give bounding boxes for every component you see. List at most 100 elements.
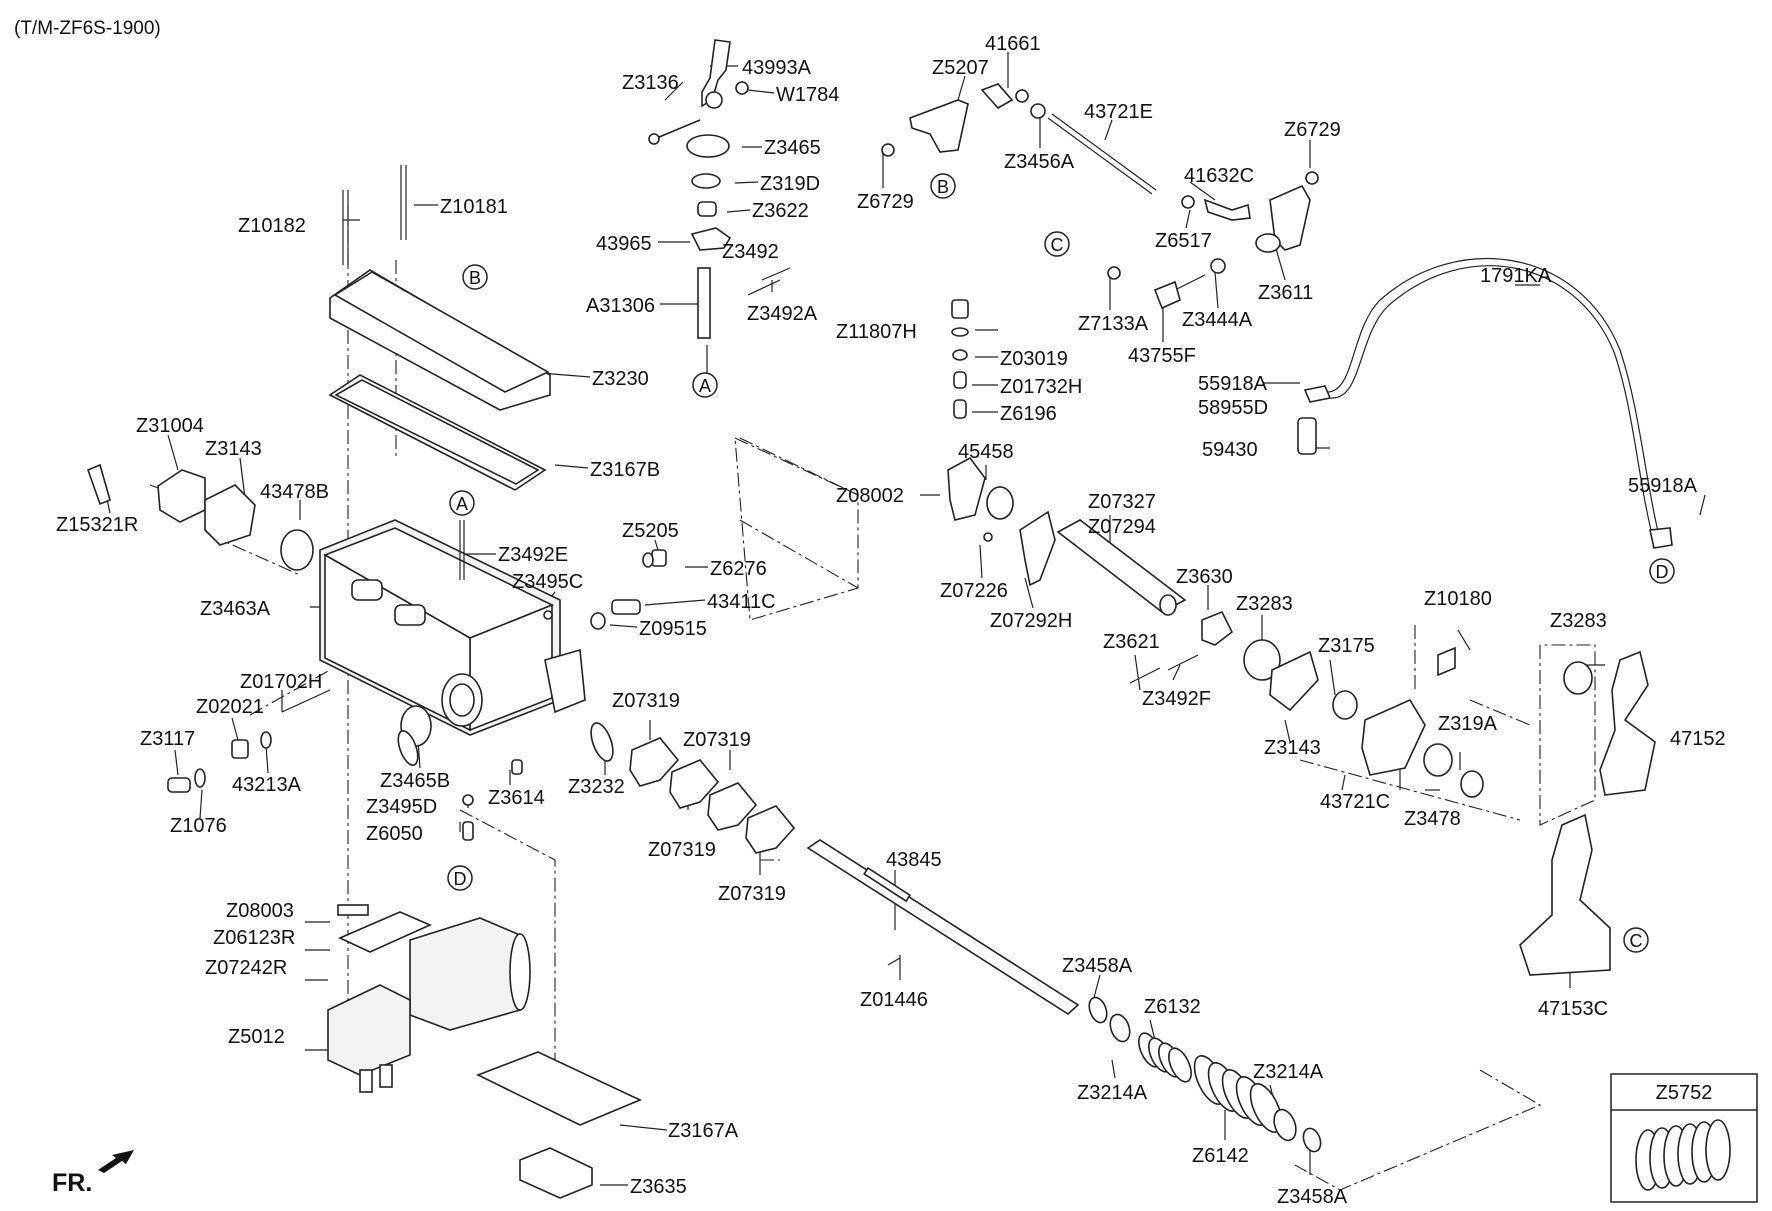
callout-label: 45458 bbox=[958, 441, 1014, 463]
callout-label: 47152 bbox=[1670, 728, 1726, 750]
svg-text:C: C bbox=[1630, 931, 1643, 951]
callout-label: Z06123R bbox=[213, 927, 295, 949]
inset-label: Z5752 bbox=[1656, 1082, 1713, 1104]
callout-label: Z3136 bbox=[622, 72, 679, 94]
callout-label: Z3611 bbox=[1258, 282, 1313, 304]
callout-label: Z07319 bbox=[718, 883, 786, 905]
callout-label: Z07319 bbox=[648, 839, 716, 861]
callout-label: Z3167A bbox=[668, 1120, 739, 1142]
marker-b-top: B bbox=[930, 173, 956, 199]
callout-label: 55918A bbox=[1628, 475, 1698, 497]
linkage-group bbox=[881, 83, 1319, 310]
shift-lever-group bbox=[648, 39, 791, 339]
callout-label: Z3492E bbox=[498, 544, 568, 566]
shift-fork-group bbox=[1519, 650, 1656, 976]
callout-label: Z7133A bbox=[1078, 313, 1149, 335]
callout-label: Z5012 bbox=[228, 1026, 285, 1048]
callout-label: 47153C bbox=[1538, 998, 1608, 1020]
left-flange-group bbox=[86, 463, 314, 571]
top-cover-group bbox=[328, 165, 551, 491]
front-indicator-label: FR. bbox=[52, 1169, 92, 1197]
switch-column bbox=[951, 299, 969, 419]
inset-spring-icon bbox=[1635, 1119, 1731, 1191]
callout-label: Z3621 bbox=[1103, 631, 1160, 653]
callout-label: Z3478 bbox=[1404, 808, 1461, 830]
callout-label: Z08003 bbox=[226, 900, 294, 922]
callout-label: Z6050 bbox=[366, 823, 423, 845]
callout-label: Z6729 bbox=[1284, 119, 1341, 141]
callout-label: Z5205 bbox=[622, 520, 679, 542]
marker-c-right: C bbox=[1623, 927, 1649, 953]
callout-label: 58955D bbox=[1198, 397, 1268, 419]
svg-text:B: B bbox=[469, 268, 481, 288]
callout-label: Z3465B bbox=[380, 770, 450, 792]
callout-label: Z3622 bbox=[752, 200, 809, 222]
callout-label: 43721C bbox=[1320, 791, 1390, 813]
callout-label: Z10180 bbox=[1424, 588, 1492, 610]
main-housing bbox=[167, 519, 667, 841]
callout-label: Z3444A bbox=[1182, 309, 1253, 331]
callout-label: Z10181 bbox=[440, 196, 508, 218]
svg-text:B: B bbox=[937, 177, 949, 197]
callout-label: Z6517 bbox=[1155, 230, 1212, 252]
callout-label: Z3495C bbox=[512, 571, 583, 593]
callout-label: Z3175 bbox=[1318, 635, 1375, 657]
callout-label: Z3492F bbox=[1142, 688, 1211, 710]
marker-b-housing: B bbox=[462, 264, 488, 290]
callout-label: Z07319 bbox=[612, 690, 680, 712]
callout-label: Z11807H bbox=[836, 321, 917, 343]
callout-label: 41632C bbox=[1184, 165, 1254, 187]
fork-shaft-group bbox=[947, 456, 1484, 798]
callout-label: Z10182 bbox=[238, 215, 306, 237]
svg-text:A: A bbox=[699, 376, 711, 396]
callout-label: Z07327 bbox=[1088, 491, 1156, 513]
front-arrow-icon bbox=[98, 1150, 134, 1173]
callout-label: Z01702H bbox=[240, 671, 322, 693]
callout-label: Z08002 bbox=[836, 485, 904, 507]
callout-label: Z319A bbox=[1438, 713, 1498, 735]
callout-label: Z6142 bbox=[1192, 1145, 1249, 1167]
callout-label: 43755F bbox=[1128, 345, 1196, 367]
callout-label: Z07292H bbox=[990, 610, 1072, 632]
callout-label: Z3143 bbox=[1264, 737, 1321, 759]
callout-label: Z6729 bbox=[857, 191, 914, 213]
callout-labels: 43993A Z3136 W1784 Z3465 Z319D Z3622 439… bbox=[56, 33, 1726, 1208]
callout-label: 41661 bbox=[985, 33, 1041, 55]
marker-d-right: D bbox=[1649, 558, 1675, 584]
callout-label: 43478B bbox=[260, 481, 329, 503]
callout-label: Z3614 bbox=[488, 787, 545, 809]
callout-label: Z07319 bbox=[683, 729, 751, 751]
inset-box: Z5752 bbox=[1610, 1073, 1758, 1203]
front-indicator: FR. bbox=[52, 1150, 134, 1197]
callout-label: Z5207 bbox=[932, 57, 989, 79]
small-spring-icon bbox=[1138, 1032, 1192, 1083]
valve-unit bbox=[327, 904, 642, 1199]
callout-label: 43411C bbox=[707, 591, 776, 613]
callout-label: Z3232 bbox=[568, 776, 625, 798]
callout-label: Z02021 bbox=[196, 696, 264, 718]
diagram-title: (T/M-ZF6S-1900) bbox=[14, 18, 161, 39]
callout-label: Z3117 bbox=[140, 728, 195, 750]
callout-label: Z3283 bbox=[1236, 593, 1293, 615]
reference-markers: B A C B A D C D bbox=[447, 173, 1675, 953]
callout-label: Z07226 bbox=[940, 580, 1008, 602]
callout-label: Z3214A bbox=[1077, 1082, 1148, 1104]
shift-rings-group bbox=[397, 722, 796, 854]
callout-label: Z3463A bbox=[200, 598, 271, 620]
callout-label: Z01732H bbox=[1000, 376, 1082, 398]
callout-label: Z3495D bbox=[366, 796, 437, 818]
callout-label: Z3167B bbox=[590, 459, 660, 481]
callout-label: 43845 bbox=[886, 849, 942, 871]
marker-a-top: A bbox=[692, 372, 718, 398]
svg-text:D: D bbox=[1656, 562, 1669, 582]
callout-label: Z3458A bbox=[1277, 1186, 1348, 1208]
callout-label: Z3458A bbox=[1062, 955, 1133, 977]
callout-label: Z6132 bbox=[1144, 996, 1201, 1018]
callout-label: Z3214A bbox=[1253, 1061, 1324, 1083]
callout-label: 55918A bbox=[1198, 373, 1268, 395]
callout-label: Z07294 bbox=[1088, 516, 1156, 538]
air-line-pipe bbox=[1297, 258, 1673, 549]
callout-label: Z3630 bbox=[1176, 566, 1233, 588]
callout-label: Z6196 bbox=[1000, 403, 1057, 425]
